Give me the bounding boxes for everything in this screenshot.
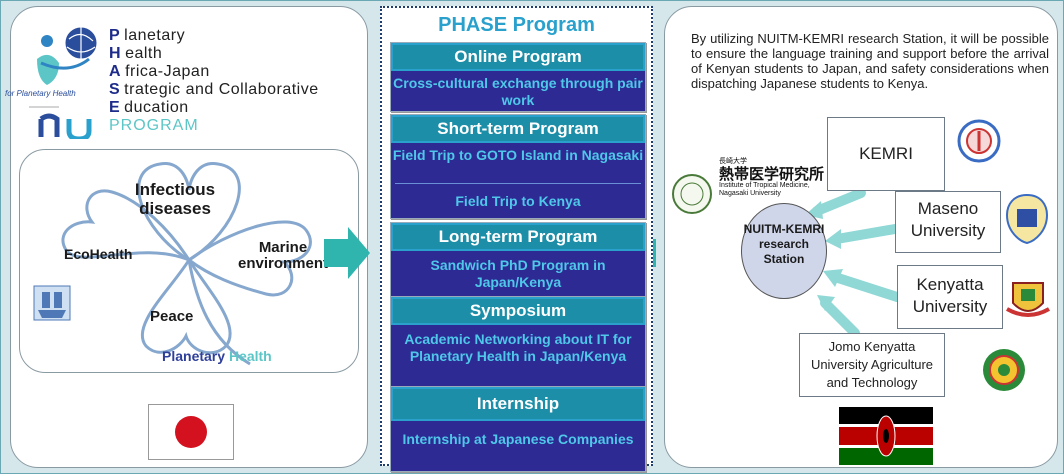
card-item: Cross-cultural exchange through pair wor…: [391, 71, 645, 111]
program-card-symposium: Symposium Academic Networking about IT f…: [390, 296, 646, 392]
arrow-right-icon: [324, 227, 370, 279]
japan-flag-sun: [175, 416, 207, 448]
phase-logo-icon: [29, 26, 98, 139]
card-header: Internship: [391, 387, 645, 421]
card-header: Online Program: [391, 43, 645, 71]
kemri-seal-icon: [957, 119, 1001, 163]
logo-caption: for Planetary Health: [5, 89, 76, 98]
card-item: Field Trip to Kenya: [455, 193, 581, 209]
clover-icon: [61, 162, 312, 366]
card-item: Sandwich PhD Program in Japan/Kenya: [391, 251, 645, 297]
card-header: Symposium: [391, 297, 645, 325]
institute-tropical-medicine-logo: 長崎大学 熱帯医学研究所 Institute of Tropical Medic…: [719, 158, 825, 197]
kenya-flag-icon: [839, 407, 933, 465]
network-description: By utilizing NUITM-KEMRI research Statio…: [691, 31, 1049, 91]
program-word: PROGRAM: [109, 117, 199, 134]
program-card-long-term: Long-term Program Sandwich PhD Program i…: [390, 222, 646, 298]
program-card-online: Online Program Cross-cultural exchange t…: [390, 42, 646, 112]
kemri-box: KEMRI: [827, 117, 945, 191]
clover-label-peace: Peace: [150, 308, 194, 325]
card-header: Short-term Program: [391, 115, 645, 143]
institute-seal-icon: [672, 174, 712, 214]
planetary-health-caption: Planetary Health: [162, 348, 272, 364]
jomo-kenyatta-university-box: Jomo Kenyatta University Agriculture and…: [799, 333, 945, 397]
program-card-internship: Internship Internship at Japanese Compan…: [390, 386, 646, 472]
program-card-short-term: Short-term Program Field Trip to GOTO Is…: [390, 114, 646, 219]
card-separator: [395, 183, 641, 184]
program-title: PHASE Program: [438, 14, 595, 36]
card-item: Field Trip to GOTO Island in Nagasaki: [392, 147, 644, 163]
card-header: Long-term Program: [391, 223, 645, 251]
card-item: Internship at Japanese Companies: [391, 421, 645, 471]
clover-label-infectious: Infectious diseases: [134, 180, 216, 218]
nuitm-kemri-station: NUITM-KEMRI research Station: [741, 203, 827, 299]
kenya-network-panel: By utilizing NUITM-KEMRI research Statio…: [664, 6, 1058, 468]
card-body: Field Trip to GOTO Island in Nagasaki Fi…: [391, 143, 645, 218]
ship-stamp-icon: [33, 285, 71, 321]
maseno-university-box: Maseno University: [895, 191, 1001, 253]
phase-program-panel: PHASE Program Online Program Cross-cultu…: [380, 6, 653, 472]
planetary-health-clover: Infectious diseases EcoHealth Marine env…: [19, 149, 359, 373]
kenyatta-university-box: Kenyatta University: [897, 265, 1003, 329]
kenyatta-seal-icon: [1006, 282, 1050, 317]
clover-label-ecohealth: EcoHealth: [64, 246, 133, 262]
jkuat-seal-icon: [983, 349, 1025, 391]
card-item: Academic Networking about IT for Planeta…: [391, 325, 645, 391]
maseno-seal-icon: [1005, 193, 1049, 245]
japan-flag-icon: [148, 404, 234, 460]
clover-label-marine: Marine environment: [238, 239, 329, 272]
